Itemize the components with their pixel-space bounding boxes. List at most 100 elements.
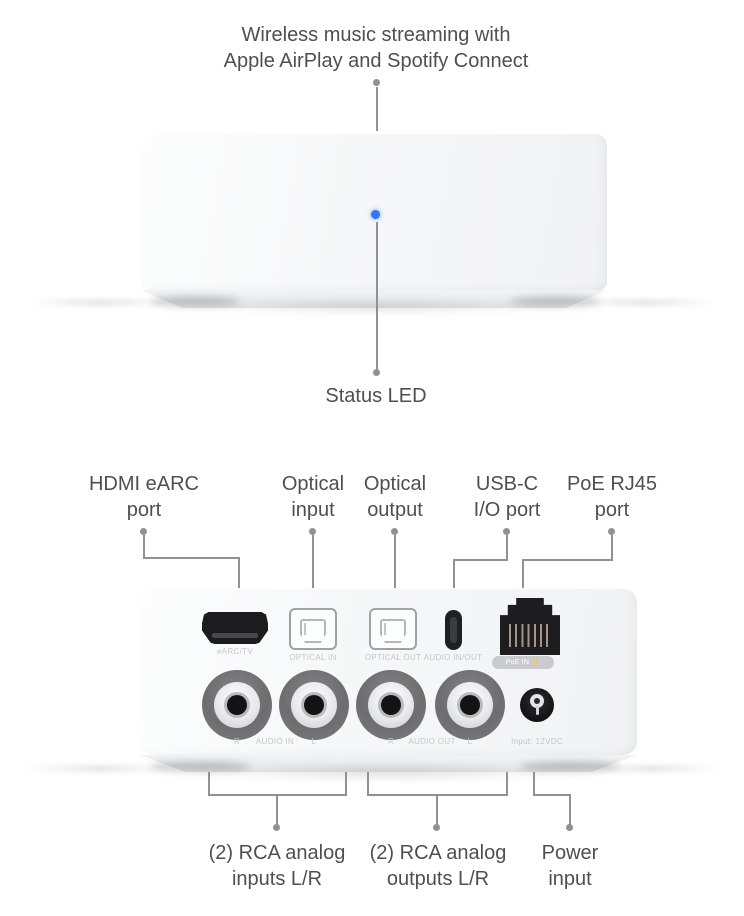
poe-leader-line xyxy=(611,535,613,561)
hdmi-slot xyxy=(212,633,258,638)
callout-rca-inputs: (2) RCA analog inputs L/R xyxy=(177,840,377,892)
device-rear-streak-right xyxy=(585,766,720,771)
usbc-slot xyxy=(450,617,457,643)
hdmi-port xyxy=(202,612,268,644)
device-front-base xyxy=(141,290,607,308)
optical-out-leader-line xyxy=(394,535,396,589)
optical-in-port-label: OPTICAL IN xyxy=(289,653,337,662)
hdmi-port-label: eARC/TV xyxy=(216,647,254,656)
audio-out-label: AUDIO OUT xyxy=(408,737,456,746)
rca-in-bracket-drop xyxy=(276,794,278,825)
callout-rca-inputs-line2: inputs L/R xyxy=(231,868,323,890)
rca-input-left-jack xyxy=(279,670,349,740)
rca-in-leader-dot xyxy=(273,824,280,831)
callout-rca-outputs-line1: (2) RCA analog xyxy=(369,842,507,864)
power-input-panel-label: Input: 12VDC xyxy=(511,737,563,746)
device-rear-shadow-left xyxy=(150,762,250,771)
rca-out-leader-dot xyxy=(433,824,440,831)
usbc-port xyxy=(445,610,462,650)
callout-optical-in-line2: input xyxy=(291,499,335,521)
optical-out-leader-dot xyxy=(391,528,398,535)
rca-hole xyxy=(460,695,480,715)
callout-power-input-line2: input xyxy=(548,868,592,890)
rca-input-right-jack xyxy=(202,670,272,740)
callout-poe-line1: PoE RJ45 xyxy=(566,473,658,495)
device-rear-shadow xyxy=(185,764,585,780)
device-front-shadow-right xyxy=(510,297,600,306)
usbc-port-label: AUDIO IN/OUT xyxy=(423,653,483,662)
optical-out-port-label: OPTICAL OUT xyxy=(364,653,422,662)
rca-in-bracket xyxy=(345,772,347,796)
rca-in-bracket xyxy=(208,772,210,796)
rca-hole xyxy=(227,695,247,715)
callout-optical-out-line2: output xyxy=(367,499,423,521)
usbc-leader-line xyxy=(453,559,455,589)
callout-poe-line2: port xyxy=(594,499,630,521)
callout-optical-out-line1: Optical xyxy=(363,473,427,495)
optical-out-port xyxy=(369,608,417,650)
status-led xyxy=(371,210,380,219)
optical-in-leader-line xyxy=(312,535,314,589)
callout-usbc-line2: I/O port xyxy=(473,499,541,521)
usbc-leader-dot xyxy=(503,528,510,535)
device-rear-base xyxy=(140,755,637,772)
rca-output-right-jack xyxy=(356,670,426,740)
dc-pin xyxy=(534,698,540,704)
rj45-port xyxy=(500,598,560,655)
rca-in-l-label: L xyxy=(311,737,317,746)
callout-rca-outputs-line2: outputs L/R xyxy=(386,868,490,890)
rca-in-r-label: R xyxy=(233,737,241,746)
callout-optical-in: Optical input xyxy=(243,471,383,523)
device-front-shadow xyxy=(185,299,565,313)
feature-callout-line1: Wireless music streaming with xyxy=(241,24,511,46)
poe-leader-dot xyxy=(608,528,615,535)
usbc-leader-line xyxy=(453,559,508,561)
callout-optical-in-line1: Optical xyxy=(281,473,345,495)
rca-hole xyxy=(381,695,401,715)
rca-output-left-jack xyxy=(435,670,505,740)
device-front-shadow-left xyxy=(150,297,240,306)
rca-hole xyxy=(304,695,324,715)
device-front-streak-right xyxy=(575,300,715,305)
device-rear-shadow-right xyxy=(520,762,620,771)
callout-power-input-line1: Power xyxy=(541,842,599,864)
callout-hdmi-line1: HDMI eARC xyxy=(88,473,199,495)
optical-in-port xyxy=(289,608,337,650)
usbc-leader-line xyxy=(506,535,508,561)
callout-usbc: USB-C I/O port xyxy=(437,471,577,523)
optical-in-door xyxy=(300,619,326,643)
optical-in-hinge xyxy=(304,623,306,635)
rca-out-bracket-drop xyxy=(436,794,438,825)
dc-ring xyxy=(530,694,544,708)
feature-callout-line2: Apple AirPlay and Spotify Connect xyxy=(223,50,529,72)
dc-power-jack xyxy=(520,688,554,722)
rca-out-r-label: R xyxy=(387,737,395,746)
power-leader-line xyxy=(569,794,571,825)
callout-rca-inputs-line1: (2) RCA analog xyxy=(208,842,346,864)
rca-out-bracket xyxy=(506,772,508,796)
poe-leader-line xyxy=(522,559,524,589)
status-leader-line xyxy=(376,222,378,370)
hdmi-leader-line xyxy=(143,535,145,559)
dc-slot xyxy=(535,706,539,715)
optical-out-door xyxy=(380,619,406,643)
device-front-streak-left xyxy=(30,300,170,305)
feature-leader-line xyxy=(376,87,378,131)
optical-in-leader-dot xyxy=(309,528,316,535)
audio-in-label: AUDIO IN xyxy=(255,737,295,746)
feature-leader-dot xyxy=(373,79,380,86)
callout-hdmi-line2: port xyxy=(126,499,162,521)
power-leader-line xyxy=(533,772,535,796)
rca-out-l-label: L xyxy=(467,737,473,746)
callout-hdmi: HDMI eARC port xyxy=(74,471,214,523)
callout-usbc-line1: USB-C xyxy=(475,473,539,495)
status-led-label: Status LED xyxy=(325,385,427,407)
hdmi-leader-line xyxy=(143,557,240,559)
hdmi-leader-dot xyxy=(140,528,147,535)
power-leader-line xyxy=(533,794,571,796)
poe-port-label: PoE IN ⚡ xyxy=(492,656,554,669)
rj45-pins xyxy=(509,624,551,647)
hdmi-leader-line xyxy=(238,557,240,589)
rca-out-bracket xyxy=(367,772,369,796)
